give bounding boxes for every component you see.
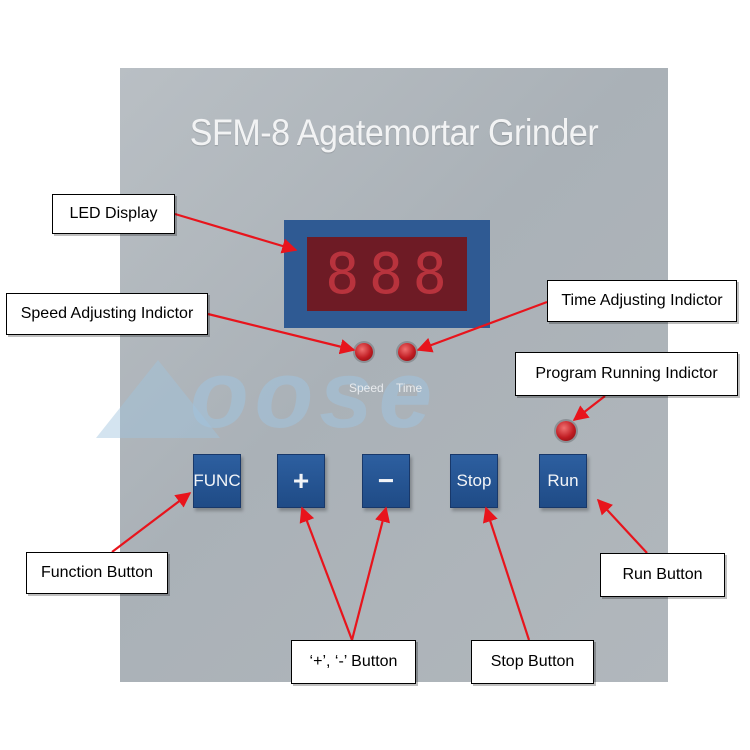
arrow-minus-button xyxy=(350,506,390,641)
time-indicator-light xyxy=(398,343,416,361)
arrow-time-indicator xyxy=(416,300,548,353)
watermark-text: oose xyxy=(190,341,439,448)
callout-time-indicator: Time Adjusting Indictor xyxy=(547,280,737,322)
arrow-stop-button xyxy=(482,506,531,641)
led-display: 888 xyxy=(307,237,467,311)
callout-stop-button: Stop Button xyxy=(471,640,594,684)
panel-title: SFM-8 Agatemortar Grinder xyxy=(189,112,599,153)
callout-plus-minus-button: ‘+’, ‘-’ Button xyxy=(291,640,416,684)
arrow-function-button xyxy=(111,492,192,553)
func-button[interactable]: FUNC xyxy=(193,454,241,508)
arrow-plus-button xyxy=(299,506,354,641)
arrow-run-button xyxy=(596,498,648,554)
arrow-program-indicator xyxy=(572,395,606,421)
arrow-led-display xyxy=(174,212,298,254)
callout-program-indicator: Program Running Indictor xyxy=(515,352,738,396)
callout-function-button: Function Button xyxy=(26,552,168,594)
run-button[interactable]: Run xyxy=(539,454,587,508)
speed-indicator-light xyxy=(355,343,373,361)
stop-button[interactable]: Stop xyxy=(450,454,498,508)
plus-button[interactable]: + xyxy=(277,454,325,508)
callout-led-display: LED Display xyxy=(52,194,175,234)
callout-speed-indicator: Speed Adjusting Indictor xyxy=(6,293,208,335)
minus-button[interactable]: − xyxy=(362,454,410,508)
program-running-indicator-light xyxy=(556,421,576,441)
watermark-sail-icon xyxy=(96,360,220,438)
time-indicator-label: Time xyxy=(396,381,423,395)
arrow-speed-indicator xyxy=(207,312,356,355)
callout-run-button: Run Button xyxy=(600,553,725,597)
speed-indicator-label: Speed xyxy=(349,381,384,395)
